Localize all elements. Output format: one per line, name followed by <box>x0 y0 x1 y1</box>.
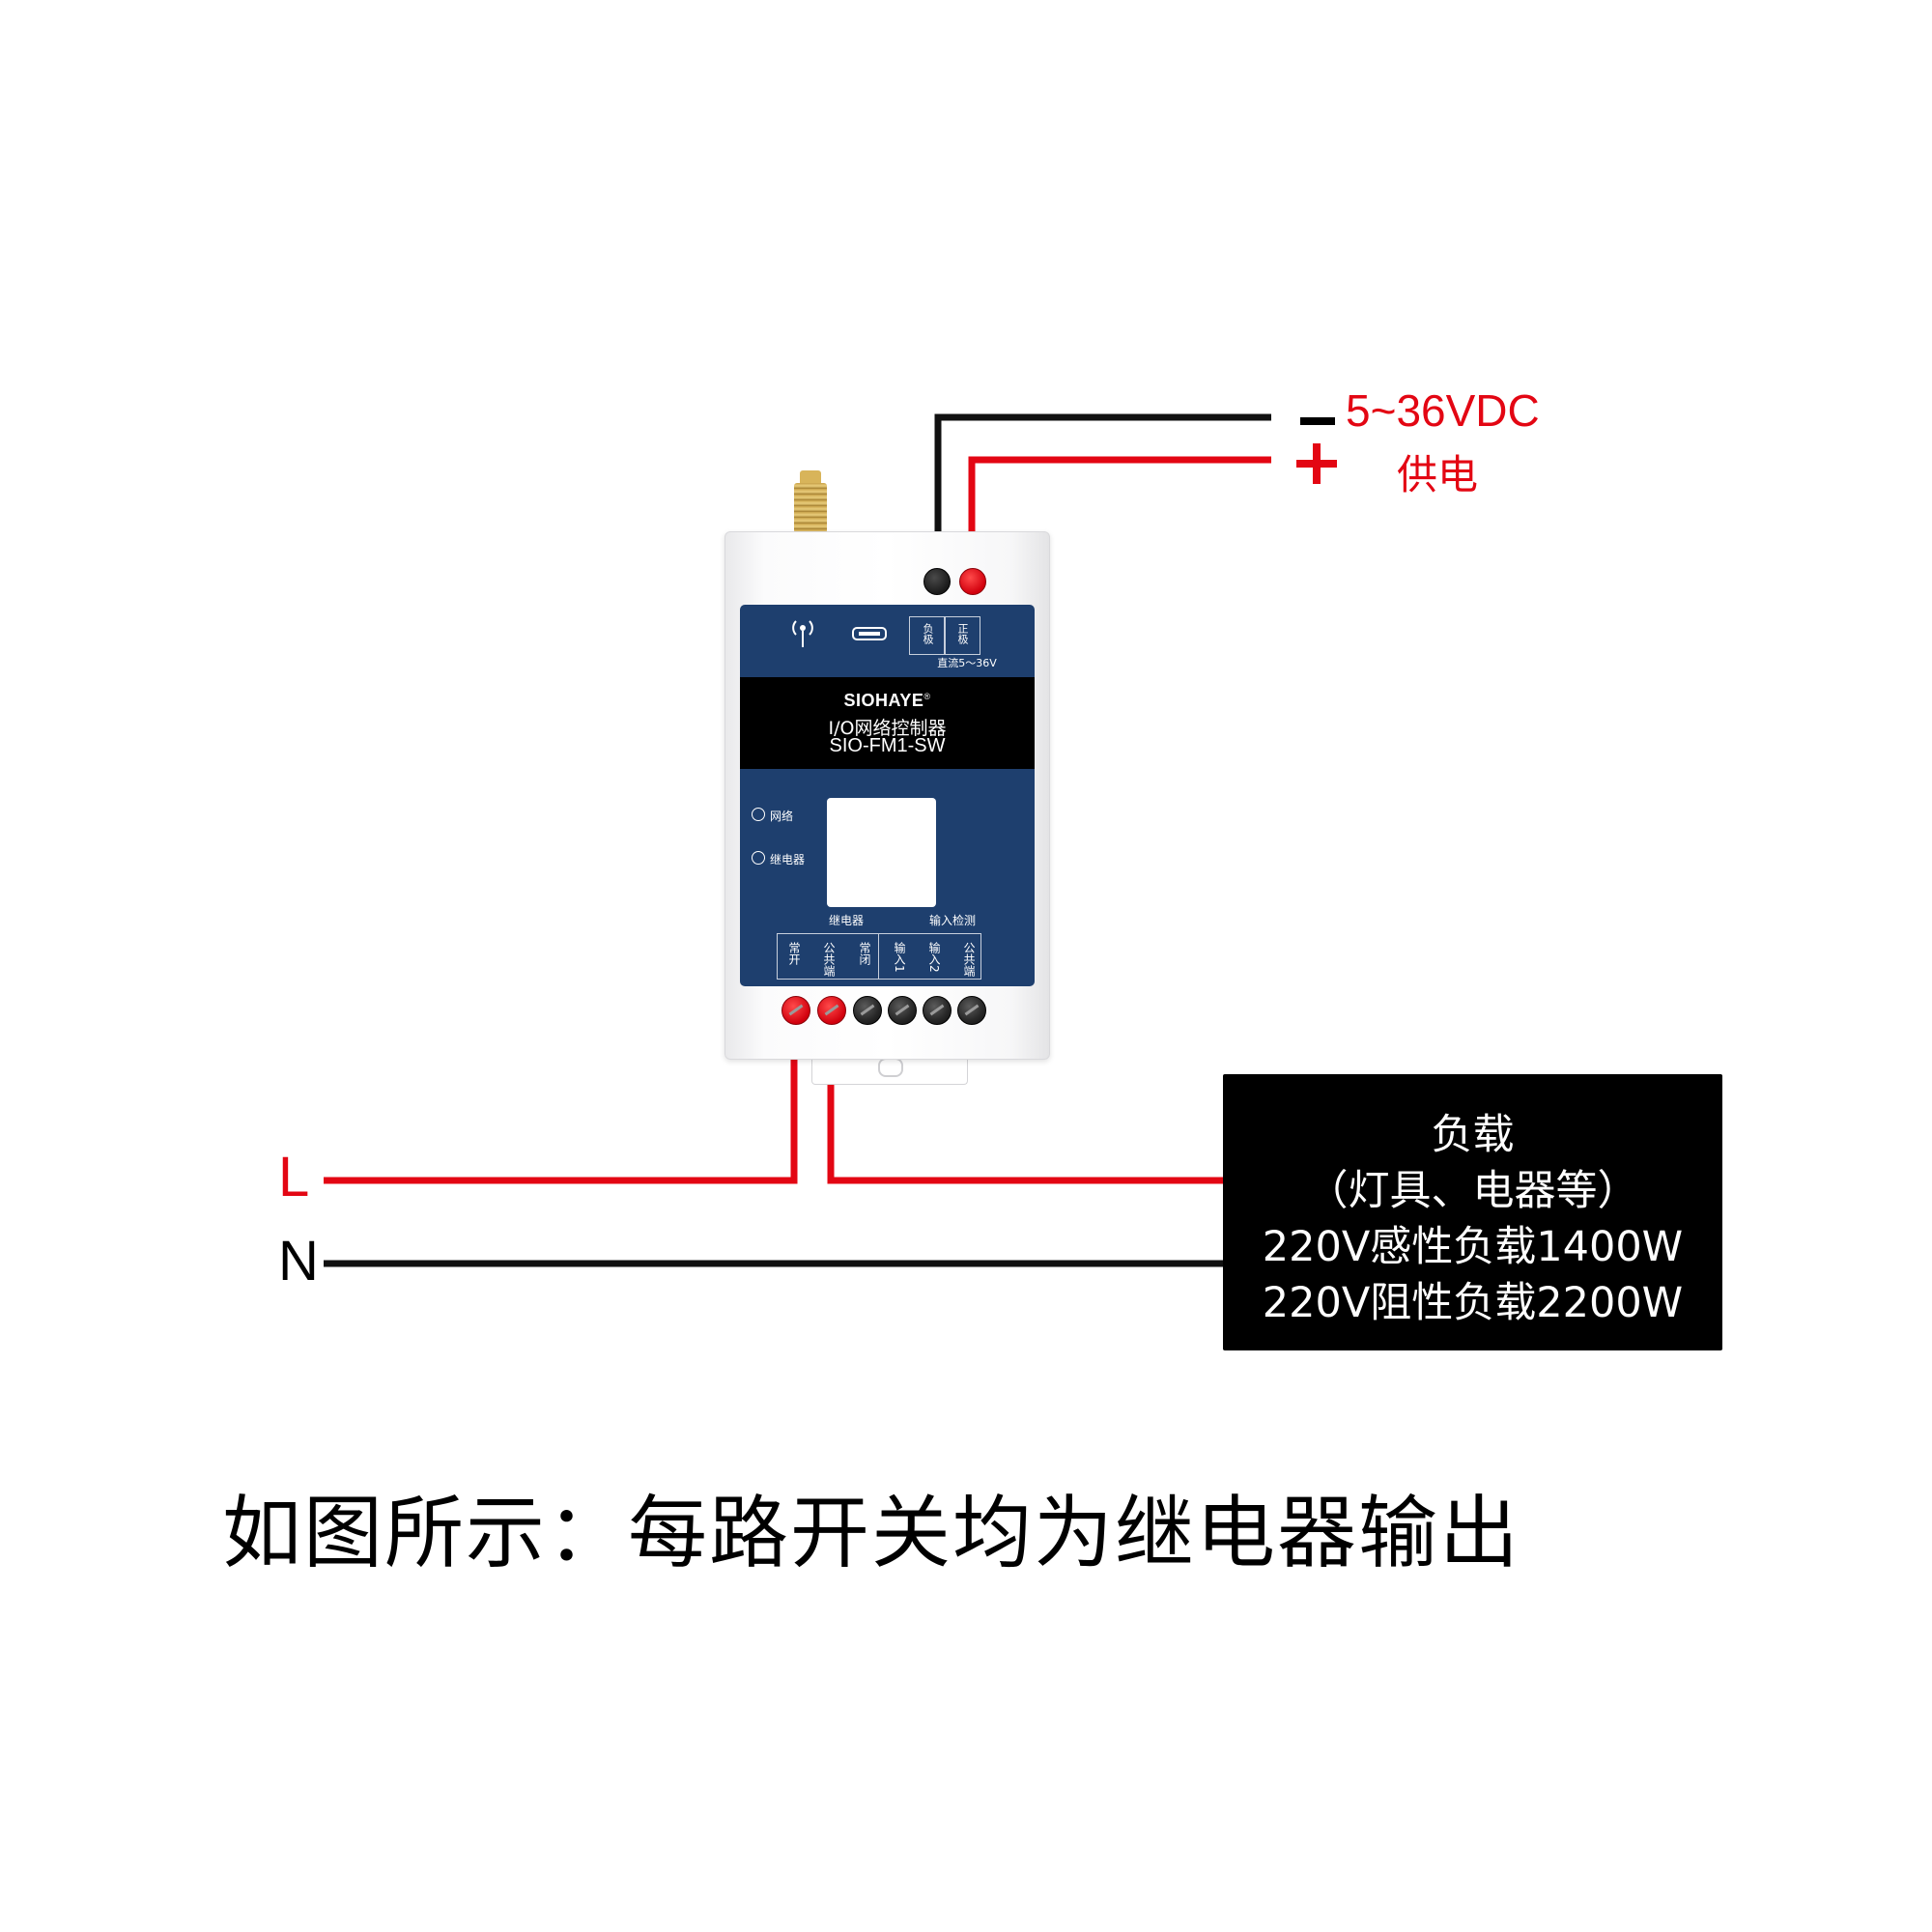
relay-led <box>752 851 765 865</box>
mounting-hole <box>878 1058 903 1077</box>
terminal-screw-no <box>781 996 810 1025</box>
signal-icon <box>792 620 813 647</box>
terminal-label-input1: 输入1 <box>893 942 906 973</box>
terminal-label-nc: 常闭 <box>858 942 871 965</box>
terminal-screw-com <box>817 996 846 1025</box>
terminal-screw-input1 <box>888 996 917 1025</box>
antenna-tip <box>800 470 821 486</box>
power-range: 直流5～36V <box>937 657 997 669</box>
relay-group-label: 继电器 <box>828 914 864 927</box>
input-group-label: 输入检测 <box>928 914 976 927</box>
top-panel: 负极 正极 直流5～36V <box>740 605 1035 677</box>
power-terminal-negative <box>923 568 951 595</box>
neutral-label: N <box>278 1230 319 1293</box>
relay-led-label: 继电器 <box>770 853 806 867</box>
terminal-screw-nc <box>853 996 882 1025</box>
negative-label: 负极 <box>922 623 934 644</box>
power-terminal-positive <box>959 568 986 595</box>
product-name: I/O网络控制器 <box>828 718 947 739</box>
brand-logo: SIOHAYE® <box>740 691 1035 711</box>
positive-label: 正极 <box>956 623 969 644</box>
line-label: L <box>278 1146 310 1208</box>
load-resistive: 220V阻性负载2200W <box>1262 1279 1684 1327</box>
load-inductive: 220V感性负载1400W <box>1262 1223 1684 1271</box>
io-controller-device: 负极 正极 直流5～36V SIOHAYE® I/O网络控制器 SIO-FM1-… <box>724 531 1050 1060</box>
label-panel: SIOHAYE® I/O网络控制器 SIO-FM1-SW <box>740 677 1035 769</box>
minus-sign <box>1300 417 1335 425</box>
load-subtitle: （灯具、电器等） <box>1306 1167 1639 1215</box>
display-window <box>827 798 936 907</box>
terminal-label-com: 公共端 <box>822 942 836 977</box>
negative-label-box: 负极 <box>909 616 946 655</box>
terminal-label-no: 常开 <box>787 942 801 965</box>
terminal-divider <box>878 933 879 980</box>
brand-name: SIOHAYE <box>843 691 924 710</box>
antenna-connector <box>794 483 827 533</box>
terminal-label-box <box>777 933 981 980</box>
terminal-screw-input2 <box>923 996 952 1025</box>
network-led-label: 网络 <box>770 810 794 823</box>
caption: 如图所示：每路开关均为继电器输出 <box>222 1488 1521 1579</box>
terminal-label-input2: 输入2 <box>927 942 941 973</box>
model-number: SIO-FM1-SW <box>829 735 946 756</box>
plus-sign-vertical <box>1313 443 1321 484</box>
brand-mark: ® <box>923 692 931 701</box>
line-wire <box>324 1009 798 1184</box>
positive-label-box: 正极 <box>944 616 980 655</box>
terminal-screw-input-com <box>957 996 986 1025</box>
load-box: 负载 （灯具、电器等） 220V感性负载1400W 220V阻性负载2200W <box>1223 1074 1722 1350</box>
terminal-label-input-com: 公共端 <box>962 942 976 977</box>
supply-label: 供电 <box>1397 451 1479 498</box>
load-title: 负载 <box>1431 1111 1515 1159</box>
bottom-panel: 网络 继电器 继电器 输入检测 常开 公共端 常闭 输入1 输入2 公共端 <box>740 769 1035 986</box>
usb-port-icon <box>852 627 887 640</box>
power-negative-wire <box>934 413 1271 578</box>
network-led <box>752 808 765 821</box>
supply-voltage: 5~36VDC <box>1346 385 1540 436</box>
